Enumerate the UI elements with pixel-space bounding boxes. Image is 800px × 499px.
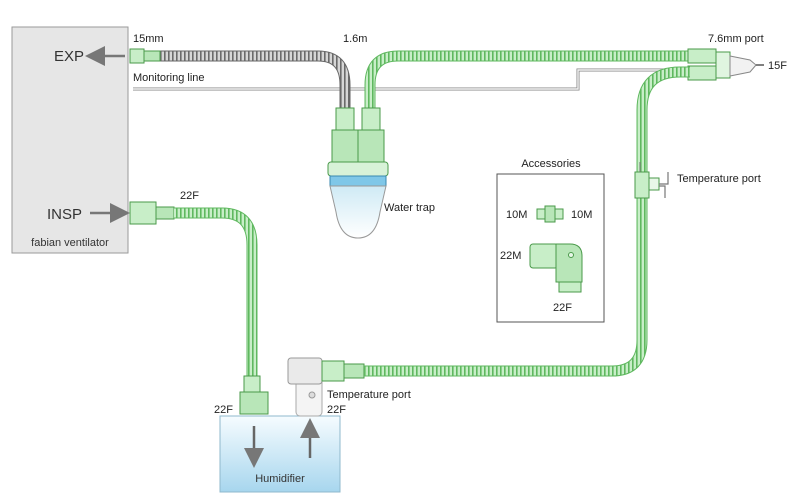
monitoring-line-label: Monitoring line <box>133 72 205 84</box>
water-trap: Water trap <box>327 107 435 239</box>
port-label: 7.6mm port <box>708 33 764 45</box>
exp-connector-label: 15mm <box>133 33 164 45</box>
humidifier-right-label: 22F <box>327 404 346 416</box>
straight-connector-icon <box>536 205 564 223</box>
ventilator-unit: fabian ventilator EXP INSP <box>11 26 130 254</box>
insp-label: INSP <box>47 206 82 223</box>
insp-size-label: 22F <box>180 190 199 202</box>
accessory-elbow-left-label: 22M <box>500 250 521 262</box>
wye-size-label: 15F <box>768 60 787 72</box>
elbow-connector-icon <box>529 243 583 293</box>
humidifier-left-label: 22F <box>214 404 233 416</box>
temp-port-bottom-label: Temperature port <box>327 389 411 401</box>
humidifier-label: Humidifier <box>255 473 305 485</box>
ventilator-name: fabian ventilator <box>31 237 109 249</box>
humidifier: Humidifier 22F 22F <box>214 404 346 493</box>
accessory-elbow-bottom-label: 22F <box>553 302 572 314</box>
wye-connector: 7.6mm port 15F <box>687 33 787 81</box>
expiratory-limb: 15mm 1.6m <box>129 33 690 108</box>
inspiratory-limb-to-humidifier: 22F <box>129 190 269 415</box>
temp-port-right-label: Temperature port <box>677 173 761 185</box>
water-trap-label: Water trap <box>384 202 435 214</box>
exp-length-label: 1.6m <box>343 33 367 45</box>
accessory-right-label: 10M <box>571 209 592 221</box>
accessories-title: Accessories <box>521 158 581 170</box>
monitoring-line: Monitoring line <box>133 68 715 91</box>
inspiratory-limb-to-patient: Temperature port <box>364 66 761 377</box>
accessories-panel: Accessories 10M 10M 22M 22F <box>496 158 605 323</box>
accessory-left-label: 10M <box>506 209 527 221</box>
exp-label: EXP <box>54 48 84 65</box>
humidifier-outlet-elbow: Temperature port <box>287 357 411 417</box>
